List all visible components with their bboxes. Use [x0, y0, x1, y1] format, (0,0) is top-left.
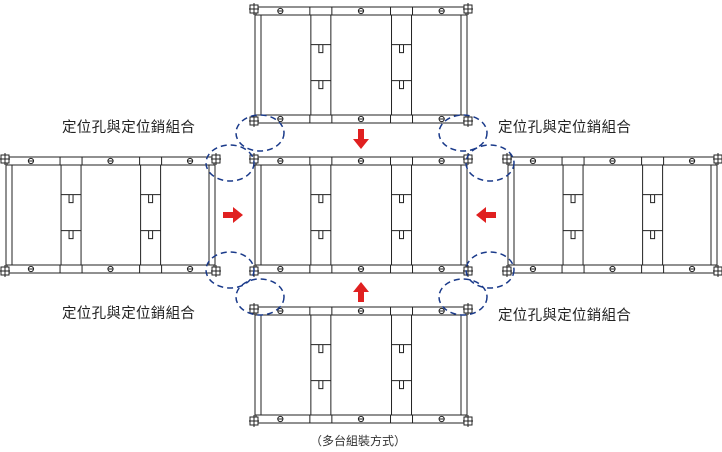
- label-bottom-left: 定位孔與定位銷組合: [62, 306, 196, 322]
- bracket: [563, 194, 584, 204]
- clamp-pin: [463, 415, 473, 427]
- label-top-right: 定位孔與定位銷組合: [498, 120, 632, 136]
- cross-bar: [60, 164, 82, 266]
- bar-cap: [309, 156, 333, 166]
- side-post: [254, 164, 262, 266]
- clamp-pin: [0, 265, 10, 277]
- side-post: [460, 14, 468, 116]
- bar-cap: [390, 306, 414, 316]
- bracket: [61, 230, 82, 240]
- bracket: [310, 380, 331, 390]
- clamp-pin: [713, 153, 722, 165]
- clamp-pin: [0, 153, 10, 165]
- clamp-pin: [249, 3, 259, 15]
- clamp-pin: [211, 153, 221, 165]
- bar-cap: [309, 264, 333, 274]
- side-post: [460, 314, 468, 416]
- bracket: [642, 230, 663, 240]
- cross-bar: [562, 164, 584, 266]
- bracket: [391, 230, 412, 240]
- side-post: [460, 164, 468, 266]
- clamp-pin: [249, 415, 259, 427]
- frame-bottom: [249, 303, 473, 427]
- bar-cap: [390, 414, 414, 424]
- clamp-pin: [249, 303, 259, 315]
- bar-cap: [390, 6, 414, 16]
- clamp-pin: [502, 153, 512, 165]
- locating-pin-highlight: [438, 278, 488, 316]
- bracket: [391, 194, 412, 204]
- locating-pin-highlight: [235, 278, 285, 316]
- bracket: [310, 194, 331, 204]
- cross-bar: [391, 14, 413, 116]
- locating-pin-highlight: [438, 114, 488, 152]
- side-post: [254, 314, 262, 416]
- side-post: [208, 164, 216, 266]
- cross-bar: [391, 164, 413, 266]
- clamp-pin: [463, 303, 473, 315]
- side-post: [710, 164, 718, 266]
- arrow-right-icon: [223, 207, 243, 223]
- bar-cap: [390, 114, 414, 124]
- bar-cap: [309, 114, 333, 124]
- bracket: [310, 230, 331, 240]
- caption: （多台組裝方式）: [310, 434, 407, 448]
- bar-cap: [390, 156, 414, 166]
- bar-cap: [390, 264, 414, 274]
- locating-pin-highlight: [465, 144, 515, 182]
- bar-cap: [641, 156, 665, 166]
- bracket: [391, 80, 412, 90]
- frame-right: [502, 153, 722, 277]
- bar-cap: [59, 156, 83, 166]
- locating-pin-highlight: [235, 114, 285, 152]
- clamp-pin: [502, 265, 512, 277]
- frame-top: [249, 3, 473, 127]
- label-bottom-right: 定位孔與定位銷組合: [498, 308, 632, 324]
- bracket: [391, 44, 412, 54]
- arrow-down-icon: [353, 129, 369, 149]
- clamp-pin: [249, 115, 259, 127]
- locating-pin-highlight: [205, 144, 255, 182]
- bar-cap: [561, 264, 585, 274]
- bar-cap: [139, 156, 163, 166]
- clamp-pin: [463, 3, 473, 15]
- bracket: [642, 194, 663, 204]
- locating-pin-highlight: [465, 251, 515, 289]
- frame-left: [0, 153, 221, 277]
- clamp-pin: [211, 265, 221, 277]
- bracket: [140, 230, 161, 240]
- side-post: [5, 164, 13, 266]
- cross-bar: [140, 164, 162, 266]
- clamp-pin: [463, 265, 473, 277]
- bar-cap: [59, 264, 83, 274]
- bracket: [563, 230, 584, 240]
- bar-cap: [561, 156, 585, 166]
- bracket: [391, 344, 412, 354]
- side-post: [507, 164, 515, 266]
- side-post: [254, 14, 262, 116]
- bracket: [310, 44, 331, 54]
- bracket: [310, 80, 331, 90]
- frame-center: [249, 153, 473, 277]
- cross-bar: [391, 314, 413, 416]
- bar-cap: [309, 414, 333, 424]
- bracket: [140, 194, 161, 204]
- arrow-left-icon: [476, 207, 496, 223]
- locating-pin-highlight: [205, 251, 255, 289]
- bracket: [61, 194, 82, 204]
- cross-bar: [310, 314, 332, 416]
- bar-cap: [309, 306, 333, 316]
- bar-cap: [139, 264, 163, 274]
- cross-bar: [310, 164, 332, 266]
- bar-cap: [309, 6, 333, 16]
- clamp-pin: [713, 265, 722, 277]
- arrow-up-icon: [353, 282, 369, 302]
- label-top-left: 定位孔與定位銷組合: [62, 120, 196, 136]
- clamp-pin: [463, 115, 473, 127]
- cross-bar: [642, 164, 664, 266]
- bracket: [310, 344, 331, 354]
- bracket: [391, 380, 412, 390]
- bar-cap: [641, 264, 665, 274]
- cross-bar: [310, 14, 332, 116]
